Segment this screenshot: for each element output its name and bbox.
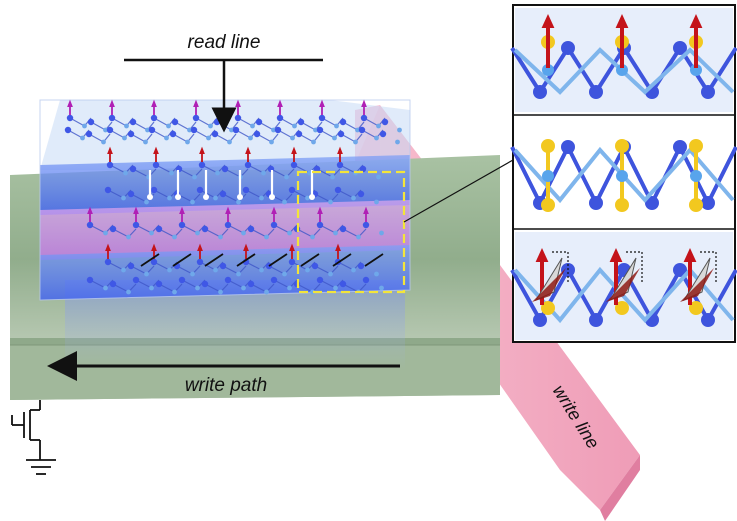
read-line-group: read line xyxy=(124,32,323,133)
inset-spin-yellow xyxy=(541,139,555,212)
inset-spin-precessing xyxy=(532,248,569,315)
inset-spin-red xyxy=(689,14,703,76)
lattice-row xyxy=(86,206,384,240)
write-path-label: write path xyxy=(185,375,267,396)
inset-spin-yellow xyxy=(615,139,629,212)
inset-spin-red xyxy=(615,14,629,76)
lattice-row xyxy=(64,126,400,145)
write-path-group: write path xyxy=(47,351,400,396)
atomic-lattice xyxy=(64,99,402,295)
lattice-row xyxy=(104,186,379,205)
lattice-row xyxy=(106,146,381,180)
inset-panel xyxy=(510,4,737,343)
ground-symbol-icon xyxy=(26,459,56,475)
inset-spin-red xyxy=(541,14,555,76)
lattice-row xyxy=(86,276,384,295)
inset-spin-yellow xyxy=(689,139,703,212)
transistor-icon xyxy=(11,400,41,460)
white-spins xyxy=(147,170,315,200)
zoom-connector-line xyxy=(403,159,514,223)
inset-spin-precessing xyxy=(606,248,643,315)
selection-box xyxy=(296,170,406,294)
inset-spin-precessing xyxy=(680,248,717,315)
read-line-label: read line xyxy=(188,32,261,53)
tilted-spins xyxy=(140,253,384,267)
